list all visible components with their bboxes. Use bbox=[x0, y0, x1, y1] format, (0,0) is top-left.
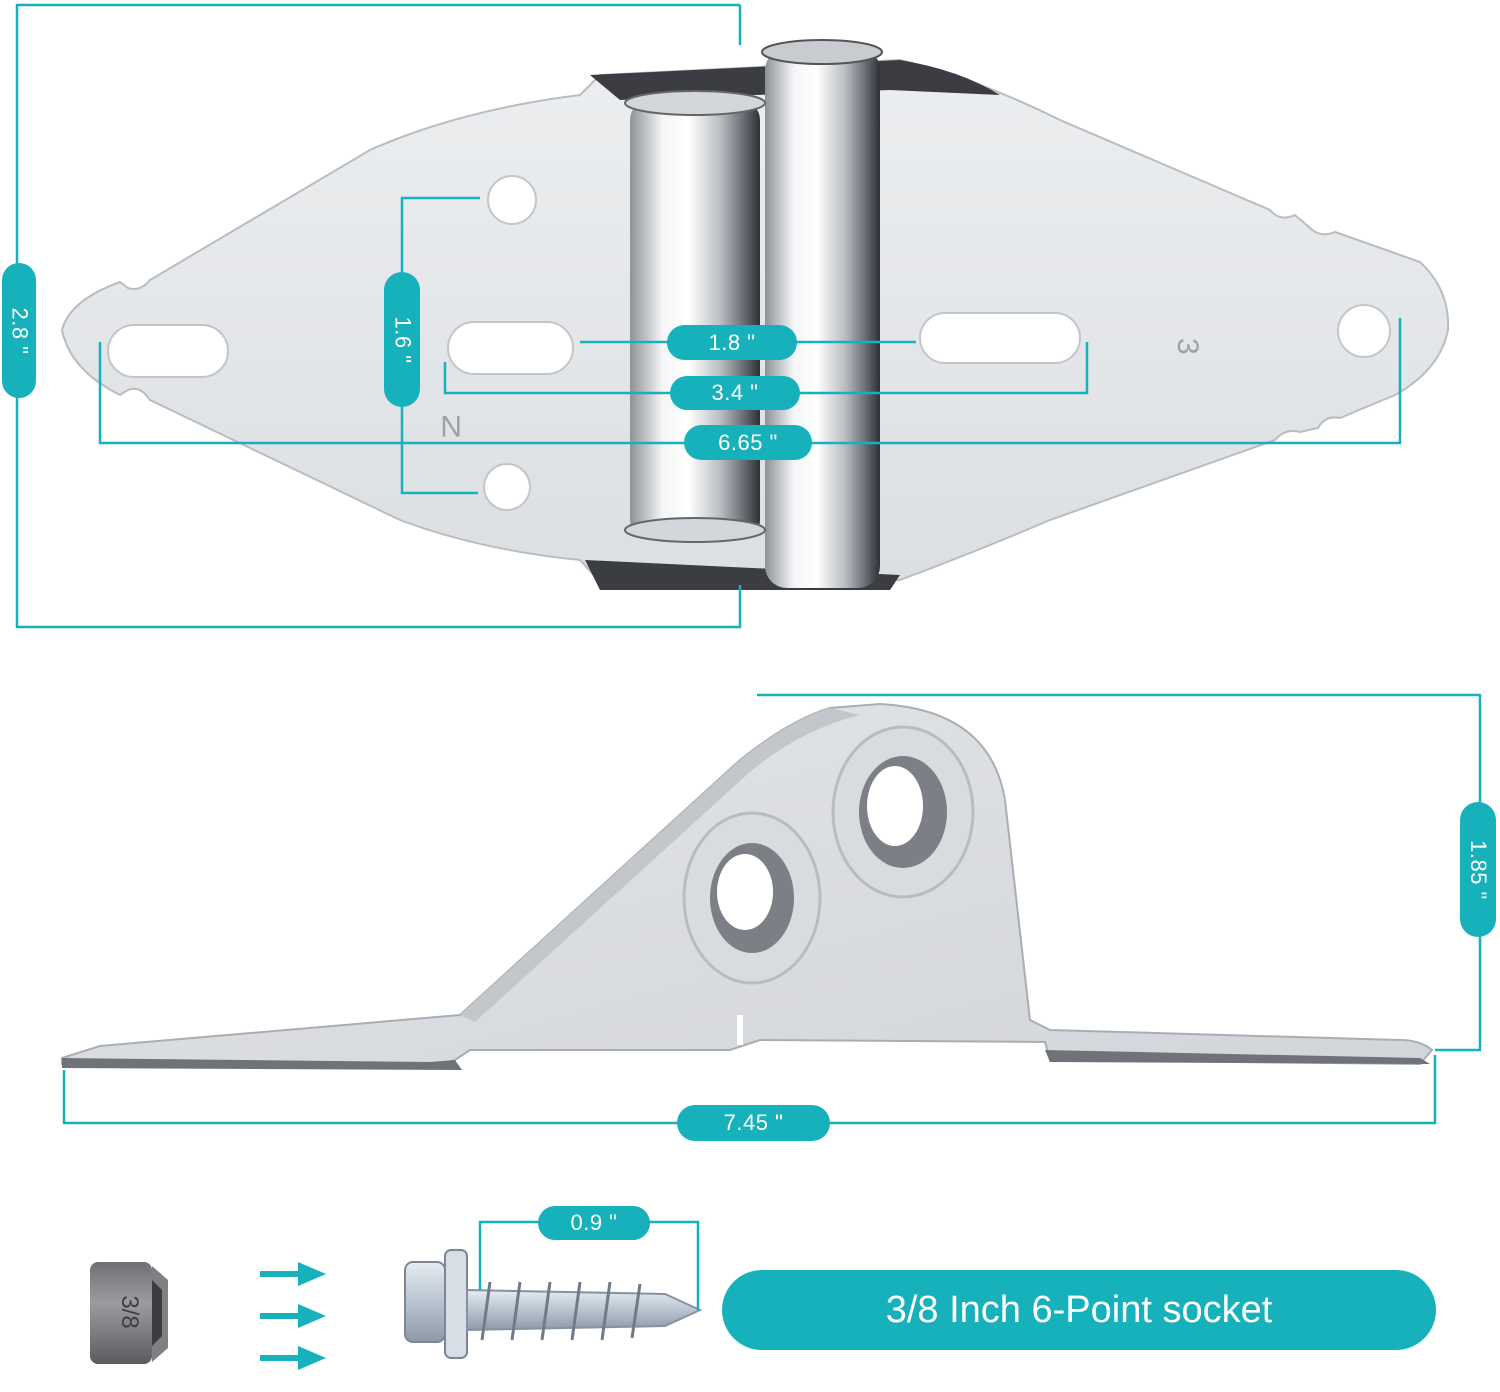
dimension-label-screw-length: 0.9 " bbox=[538, 1206, 650, 1240]
arrow-group bbox=[260, 1262, 326, 1370]
bolt-hole-bottom bbox=[483, 463, 531, 511]
hinge-side-view bbox=[61, 702, 1434, 1070]
arrow-right-icon bbox=[260, 1304, 326, 1328]
dimension-label-overall-height: 2.8 " bbox=[2, 263, 36, 398]
self-drilling-screw bbox=[404, 1249, 703, 1359]
hinge-top-view: N 3 bbox=[60, 39, 1450, 590]
end-hole-right bbox=[1337, 304, 1391, 358]
dimension-label-outer-slot-spacing: 3.4 " bbox=[670, 376, 800, 410]
socket: 3/8 bbox=[90, 1262, 168, 1364]
dimension-label-inner-slot-spacing: 1.8 " bbox=[667, 325, 797, 360]
slot-right-inner bbox=[919, 312, 1081, 364]
socket-marking: 3/8 bbox=[116, 1295, 143, 1328]
hinge-pin-right bbox=[765, 48, 880, 588]
stamp-left: N bbox=[440, 409, 462, 442]
dimension-label-side-height: 1.85 " bbox=[1460, 802, 1496, 937]
socket-size-banner: 3/8 Inch 6-Point socket bbox=[722, 1270, 1436, 1350]
bolt-hole-top bbox=[487, 175, 537, 225]
stamp-right: 3 bbox=[1171, 338, 1204, 355]
slot-left-inner bbox=[447, 321, 574, 375]
dimension-label-side-length: 7.45 " bbox=[677, 1105, 830, 1141]
dimension-label-end-hole-spacing: 6.65 " bbox=[684, 425, 812, 460]
arrow-right-icon bbox=[260, 1262, 326, 1286]
dimension-label-bolt-hole-spacing: 1.6 " bbox=[384, 272, 420, 407]
slot-left-outer bbox=[107, 324, 229, 378]
arrow-right-icon bbox=[260, 1346, 326, 1370]
hinge-pin-left bbox=[630, 100, 760, 540]
